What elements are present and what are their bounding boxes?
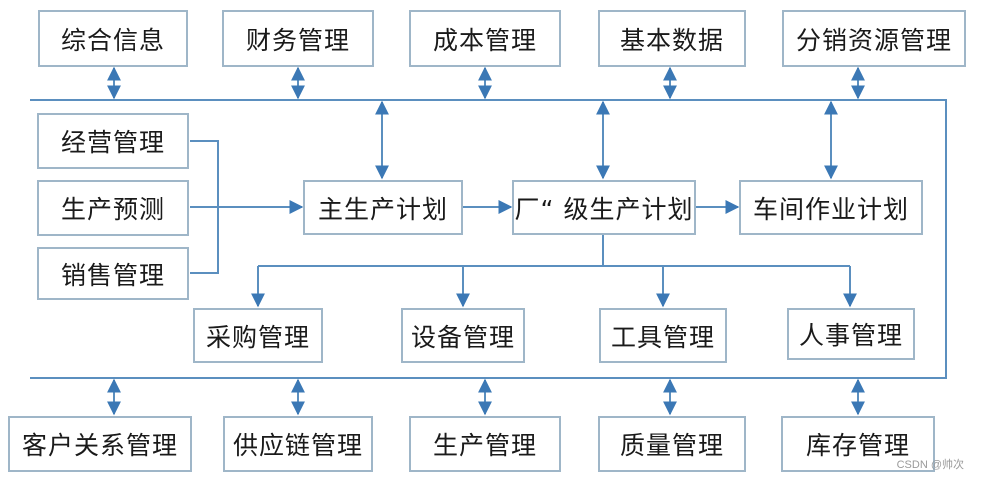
input-module-sales: 销售管理 bbox=[37, 247, 189, 300]
watermark: CSDN @帅次 bbox=[896, 459, 964, 471]
top-module-cost: 成本管理 bbox=[409, 10, 561, 67]
middle-module-tools: 工具管理 bbox=[599, 308, 727, 363]
workshop-operation-plan: 车间作业计划 bbox=[739, 180, 923, 235]
bottom-module-supply-chain: 供应链管理 bbox=[223, 416, 373, 472]
middle-module-hr: 人事管理 bbox=[787, 308, 915, 360]
input-module-business: 经营管理 bbox=[37, 113, 189, 169]
bottom-module-quality: 质量管理 bbox=[598, 416, 746, 472]
top-module-finance: 财务管理 bbox=[222, 10, 374, 67]
input-module-forecast: 生产预测 bbox=[37, 180, 189, 236]
middle-module-purchasing: 采购管理 bbox=[193, 308, 323, 363]
bottom-module-crm: 客户关系管理 bbox=[8, 416, 192, 472]
bottom-module-production: 生产管理 bbox=[409, 416, 561, 472]
top-module-distribution-resources: 分销资源管理 bbox=[782, 10, 966, 67]
master-production-plan: 主生产计划 bbox=[303, 180, 463, 235]
top-module-comprehensive-info: 综合信息 bbox=[38, 10, 188, 67]
top-module-basic-data: 基本数据 bbox=[598, 10, 746, 67]
bottom-module-inventory: 库存管理 bbox=[781, 416, 935, 472]
second-level-production-plan: 厂“ 级生产计划 bbox=[512, 180, 696, 235]
middle-module-equipment: 设备管理 bbox=[401, 308, 525, 363]
